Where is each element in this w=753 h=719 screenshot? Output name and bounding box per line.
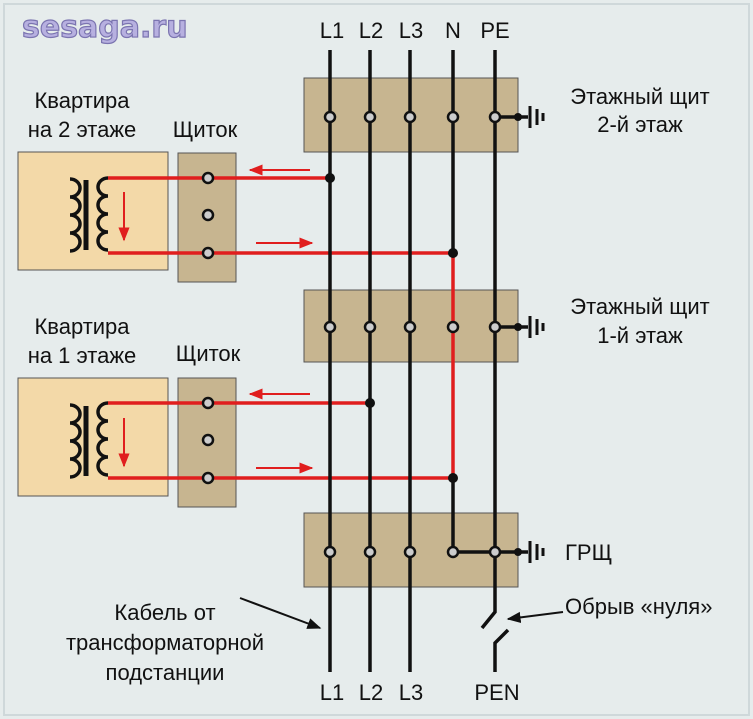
floor-panel-1-title: Этажный щит — [570, 294, 709, 319]
pointer-arrows — [239, 597, 564, 629]
ground-icon — [528, 106, 545, 563]
transformer-icon — [69, 176, 109, 479]
main-panel-label: ГРЩ — [565, 540, 612, 565]
apartment-1-title: Квартира — [34, 314, 130, 339]
top-label-n: N — [445, 18, 461, 43]
terminals — [201, 110, 502, 559]
cable-label-line2: трансформаторной — [66, 630, 264, 655]
cable-label-line1: Кабель от — [114, 600, 215, 625]
floor-panel-2-title: Этажный щит — [570, 84, 709, 109]
bottom-label-l1: L1 — [320, 680, 344, 705]
junction-dots — [325, 113, 522, 556]
neutral-break-label: Обрыв «нуля» — [565, 594, 712, 619]
apartment-2-floor: на 2 этаже — [28, 117, 137, 142]
apartment-1-floor: на 1 этаже — [28, 343, 137, 368]
logo: sesaga.ru — [22, 10, 188, 45]
top-label-l2: L2 — [359, 18, 383, 43]
top-label-l1: L1 — [320, 18, 344, 43]
current-path — [108, 176, 455, 480]
panel-label-2: Щиток — [173, 117, 238, 142]
floor-panel-2-floor: 2-й этаж — [597, 112, 683, 137]
bottom-label-pen: PEN — [474, 680, 519, 705]
bottom-label-l2: L2 — [359, 680, 383, 705]
floor-panel-1-floor: 1-й этаж — [597, 323, 683, 348]
bottom-label-l3: L3 — [399, 680, 423, 705]
apartment-2-title: Квартира — [34, 88, 130, 113]
top-label-l3: L3 — [399, 18, 423, 43]
panel-label-1: Щиток — [176, 341, 241, 366]
cable-label-line3: подстанции — [106, 660, 225, 685]
current-arrows — [118, 164, 314, 474]
top-label-pe: PE — [480, 18, 509, 43]
bus-lines — [328, 50, 528, 672]
